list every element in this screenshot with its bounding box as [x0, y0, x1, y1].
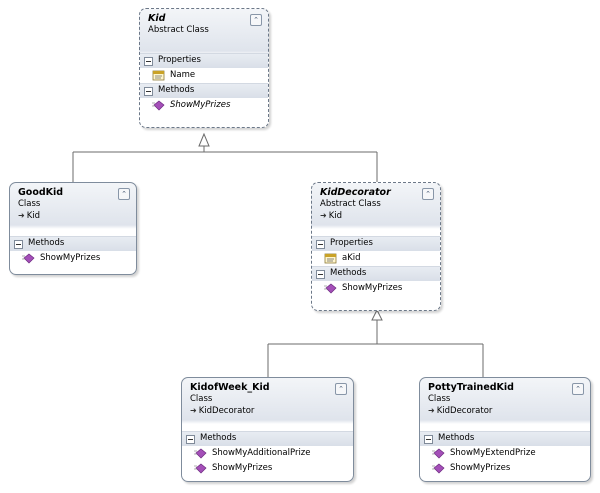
method-icon — [432, 463, 445, 474]
inheritance-arrow-kid — [198, 132, 210, 147]
class-header: Kid Abstract Class ⌃ — [140, 9, 268, 53]
base-class-name: KidDecorator — [436, 406, 493, 416]
class-kidofweek-kid[interactable]: KidofWeek_Kid Class ➜KidDecorator ⌃ Meth… — [181, 377, 354, 482]
section-methods[interactable]: Methods — [10, 236, 136, 251]
member-showmyprizes-method[interactable]: ShowMyPrizes — [420, 461, 590, 476]
class-kind: Abstract Class — [320, 199, 381, 209]
class-header: KidofWeek_Kid Class ➜KidDecorator ⌃ — [182, 378, 353, 422]
class-pottytrainedkid[interactable]: PottyTrainedKid Class ➜KidDecorator ⌃ Me… — [419, 377, 591, 482]
method-icon — [324, 283, 337, 294]
collapse-chevron-icon[interactable]: ⌃ — [335, 383, 347, 395]
section-label: Methods — [438, 433, 475, 443]
section-properties[interactable]: Properties — [140, 53, 268, 68]
class-header: GoodKid Class ➜Kid ⌃ — [10, 183, 136, 227]
collapse-chevron-icon[interactable]: ⌃ — [422, 188, 434, 200]
section-methods[interactable]: Methods — [420, 431, 590, 446]
collapse-toggle-icon[interactable] — [144, 87, 153, 96]
class-base: ➜KidDecorator — [428, 406, 492, 416]
collapse-toggle-icon[interactable] — [316, 240, 325, 249]
member-name-property[interactable]: Name — [140, 68, 268, 83]
class-kind: Class — [190, 394, 213, 404]
collapse-toggle-icon[interactable] — [316, 270, 325, 279]
member-label: aKid — [342, 253, 361, 263]
member-showmyadditionalprize-method[interactable]: ShowMyAdditionalPrize — [182, 446, 353, 461]
collapse-toggle-icon[interactable] — [14, 240, 23, 249]
member-label: ShowMyPrizes — [342, 283, 403, 293]
section-methods[interactable]: Methods — [140, 83, 268, 98]
property-icon — [324, 253, 337, 264]
member-label: ShowMyPrizes — [40, 253, 101, 263]
section-label: Properties — [330, 238, 373, 248]
method-icon — [432, 448, 445, 459]
member-showmyprizes-method[interactable]: ShowMyPrizes — [140, 98, 268, 113]
member-akid-property[interactable]: aKid — [312, 251, 440, 266]
collapse-chevron-icon[interactable]: ⌃ — [118, 188, 130, 200]
collapse-toggle-icon[interactable] — [186, 435, 195, 444]
section-properties[interactable]: Properties — [312, 236, 440, 251]
class-name: PottyTrainedKid — [428, 382, 514, 393]
class-kind: Class — [18, 199, 41, 209]
class-name: KidDecorator — [320, 187, 391, 198]
property-icon — [152, 70, 165, 81]
section-label: Methods — [200, 433, 237, 443]
collapse-toggle-icon[interactable] — [144, 57, 153, 66]
class-name: GoodKid — [18, 187, 64, 198]
section-methods[interactable]: Methods — [312, 266, 440, 281]
class-goodkid[interactable]: GoodKid Class ➜Kid ⌃ Methods ShowMyPrize… — [9, 182, 137, 275]
member-label: Name — [170, 70, 196, 80]
collapse-chevron-icon[interactable]: ⌃ — [250, 14, 262, 26]
member-showmyprizes-method[interactable]: ShowMyPrizes — [312, 281, 440, 296]
class-base: ➜Kid — [320, 211, 342, 221]
base-class-name: Kid — [26, 211, 41, 221]
method-icon — [194, 448, 207, 459]
section-label: Methods — [330, 268, 367, 278]
class-name: Kid — [148, 13, 166, 24]
section-methods[interactable]: Methods — [182, 431, 353, 446]
section-label: Methods — [28, 238, 65, 248]
inherits-arrow-icon: ➜ — [18, 211, 25, 220]
member-label: ShowMyAdditionalPrize — [212, 448, 311, 458]
class-header: PottyTrainedKid Class ➜KidDecorator ⌃ — [420, 378, 590, 422]
member-label: ShowMyExtendPrize — [450, 448, 536, 458]
class-header: KidDecorator Abstract Class ➜Kid ⌃ — [312, 183, 440, 227]
class-base: ➜KidDecorator — [190, 406, 254, 416]
section-label: Methods — [158, 85, 195, 95]
inherits-arrow-icon: ➜ — [190, 406, 197, 415]
member-showmyextendprize-method[interactable]: ShowMyExtendPrize — [420, 446, 590, 461]
inherits-arrow-icon: ➜ — [428, 406, 435, 415]
member-label: ShowMyPrizes — [212, 463, 273, 473]
member-label: ShowMyPrizes — [450, 463, 511, 473]
class-kind: Class — [428, 394, 451, 404]
inherits-arrow-icon: ➜ — [320, 211, 327, 220]
class-kiddecorator[interactable]: KidDecorator Abstract Class ➜Kid ⌃ Prope… — [311, 182, 441, 311]
method-icon — [22, 253, 35, 264]
collapse-toggle-icon[interactable] — [424, 435, 433, 444]
member-showmyprizes-method[interactable]: ShowMyPrizes — [10, 251, 136, 266]
class-kid[interactable]: Kid Abstract Class ⌃ Properties Name Met… — [139, 8, 269, 128]
member-label: ShowMyPrizes — [170, 100, 231, 110]
base-class-name: Kid — [328, 211, 343, 221]
class-kind: Abstract Class — [148, 25, 209, 35]
class-base: ➜Kid — [18, 211, 40, 221]
method-icon — [152, 100, 165, 111]
class-name: KidofWeek_Kid — [190, 382, 270, 393]
member-showmyprizes-method[interactable]: ShowMyPrizes — [182, 461, 353, 476]
inheritance-arrow-kiddecorator — [371, 308, 383, 321]
method-icon — [194, 463, 207, 474]
collapse-chevron-icon[interactable]: ⌃ — [572, 383, 584, 395]
section-label: Properties — [158, 55, 201, 65]
base-class-name: KidDecorator — [198, 406, 255, 416]
